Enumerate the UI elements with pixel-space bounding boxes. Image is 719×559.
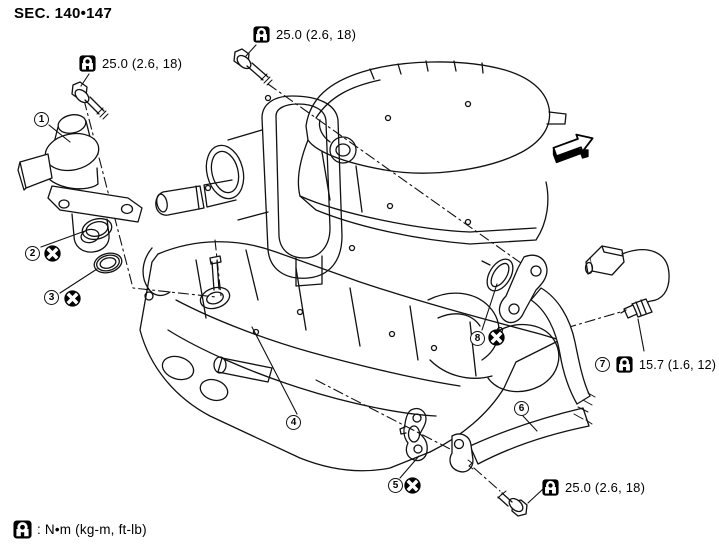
- mounting-bolts: [71, 48, 528, 517]
- egr-temp-sensor: [584, 245, 670, 319]
- part-number-4: 4: [286, 415, 301, 430]
- torque-value: 25.0 (2.6, 18): [565, 480, 646, 495]
- torque-legend-label: : N•m (kg-m, ft-lb): [37, 522, 147, 537]
- torque-value: 25.0 (2.6, 18): [102, 56, 183, 71]
- egr-tube: [449, 254, 596, 473]
- torque-callout-top-left: 25.0 (2.6, 18): [79, 55, 182, 72]
- axis-temp-sensor: [565, 310, 625, 329]
- axis-egr-tube-lower: [315, 379, 453, 451]
- axis-lower-bolt: [473, 467, 501, 492]
- leader-lines: [40, 44, 645, 504]
- non-reusable-x-icon: [64, 290, 81, 307]
- torque-wrench-icon: [616, 356, 633, 373]
- torque-callout-sensor: 7 15.7 (1.6, 12): [595, 356, 716, 373]
- front-direction-arrow-icon: [552, 133, 594, 164]
- part-number-2: 2: [25, 246, 40, 261]
- axis-egr-valve: [83, 99, 217, 298]
- axis-egr-tube-upper: [267, 83, 529, 269]
- egr-valve-gaskets: [81, 217, 123, 274]
- non-reusable-x-icon: [488, 329, 505, 346]
- torque-wrench-icon: [13, 520, 32, 539]
- engine-body: [139, 60, 567, 472]
- egr-tube-upper-gasket: [481, 258, 514, 292]
- section-title: SEC. 140•147: [14, 5, 113, 22]
- egr-tube-lower-gasket: [399, 407, 428, 462]
- part-number-7: 7: [595, 357, 610, 372]
- torque-value: 25.0 (2.6, 18): [276, 27, 357, 42]
- torque-wrench-icon: [79, 55, 96, 72]
- torque-callout-bottom-right: 25.0 (2.6, 18): [542, 479, 645, 496]
- torque-callout-top-center: 25.0 (2.6, 18): [253, 26, 356, 43]
- part-number-5: 5: [388, 478, 403, 493]
- non-reusable-x-icon: [404, 477, 421, 494]
- part-number-3: 3: [44, 290, 59, 305]
- non-reusable-x-icon: [44, 245, 61, 262]
- torque-legend: : N•m (kg-m, ft-lb): [13, 520, 147, 539]
- torque-wrench-icon: [253, 26, 270, 43]
- part-number-6: 6: [514, 401, 529, 416]
- part-number-1: 1: [34, 112, 49, 127]
- egr-valve: [17, 114, 143, 253]
- part-number-8: 8: [470, 331, 485, 346]
- torque-value: 15.7 (1.6, 12): [639, 357, 717, 372]
- torque-wrench-icon: [542, 479, 559, 496]
